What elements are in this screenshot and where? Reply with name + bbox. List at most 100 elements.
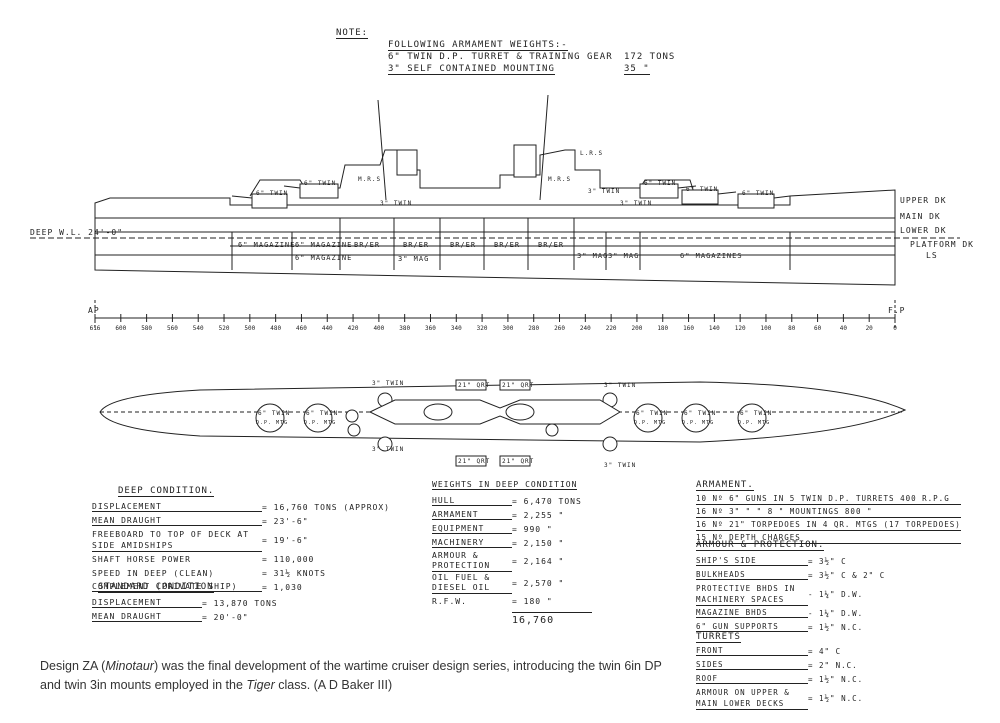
- weights-label: MACHINERY: [432, 538, 512, 548]
- frame-label: 480: [270, 325, 281, 332]
- weights-value: = 2,255 ": [512, 510, 565, 520]
- armour-label: SHIP'S SIDE: [696, 556, 808, 566]
- frame-label: 420: [348, 325, 359, 332]
- turrets-label: ARMOUR ON UPPER & MAIN LOWER DECKS: [696, 687, 808, 710]
- armament-title: ARMAMENT.: [696, 480, 754, 491]
- superstructure: [249, 149, 696, 197]
- weights-label: R.F.W.: [432, 596, 467, 606]
- gun-barrels: [231, 185, 791, 199]
- frame-label: 600: [115, 325, 126, 332]
- figure-caption: Design ZA (Minotaur) was the final devel…: [40, 657, 680, 695]
- deep-label: SHAFT HORSE POWER: [92, 554, 191, 564]
- turrets-value: = 4" C: [808, 646, 842, 656]
- frame-label: 280: [528, 325, 539, 332]
- standard-value: = 20'-0": [202, 612, 249, 622]
- frame-label: 240: [580, 325, 591, 332]
- deep-label: FREEBOARD TO TOP OF DECK AT SIDE AMIDSHI…: [92, 529, 262, 552]
- frame-label: 120: [735, 325, 746, 332]
- plan-label: 21" QRT: [458, 382, 491, 389]
- frame-label: 340: [451, 325, 462, 332]
- plan-label: 3" TWIN: [372, 446, 405, 453]
- plan-label: 21" QRT: [458, 458, 491, 465]
- frame-label: 200: [632, 325, 643, 332]
- note-line-2-item: 3" SELF CONTAINED MOUNTING: [388, 64, 555, 75]
- deep-label: MEAN DRAUGHT: [92, 516, 262, 526]
- frame-label: 260: [554, 325, 565, 332]
- plan-sub-label: D.P. MTG: [682, 420, 715, 426]
- compartment-label: BR/ER: [538, 241, 565, 249]
- turret-label: 6" TWIN: [644, 180, 677, 187]
- plan-label: 3" TWIN: [604, 462, 637, 469]
- mount-label: 3" TWIN: [588, 188, 621, 195]
- mainmast: [539, 94, 549, 201]
- plan-sub-label: D.P. MTG: [256, 420, 289, 426]
- armour-title: ARMOUR & PROTECTION.: [696, 540, 825, 551]
- aft-funnel: [513, 144, 537, 178]
- turret-label: 6" TWIN: [686, 186, 719, 193]
- rangefinder-label: M.R.S: [548, 176, 572, 183]
- turrets-value: = 1½" N.C.: [808, 674, 864, 684]
- caption-mid: ) was the final development of the warti…: [40, 659, 662, 692]
- frame-label: 220: [606, 325, 617, 332]
- turrets-label: ROOF: [696, 674, 808, 684]
- plan-label: 6" TWIN: [306, 410, 339, 417]
- frame-label: 440: [322, 325, 333, 332]
- ap-label: AP: [88, 306, 100, 315]
- frame-label: 160: [683, 325, 694, 332]
- rangefinder-label: L.R.S: [580, 150, 604, 157]
- armament-list: 10 Nº 6" GUNS IN 5 TWIN D.P. TURRETS 400…: [696, 492, 961, 544]
- deep-value: = 23'-6": [262, 516, 309, 526]
- deep-label: DISPLACEMENT: [92, 502, 262, 512]
- compartment-label: BR/ER: [450, 241, 477, 249]
- compartment-label: 3" MAG: [398, 255, 430, 263]
- compartment-label: BR/ER: [494, 241, 521, 249]
- note-line-1-value: 172 TONS: [624, 52, 676, 62]
- standard-label: DISPLACEMENT: [92, 598, 202, 608]
- plan-label: 3" TWIN: [372, 380, 405, 387]
- plan-label: 6" TWIN: [636, 410, 669, 417]
- bulkheads: [231, 218, 791, 270]
- frame-ticks: [94, 314, 896, 322]
- frame-label: 580: [141, 325, 152, 332]
- weights-value: = 2,150 ": [512, 538, 565, 548]
- waterline-label: DEEP W.L. 24'-0": [30, 228, 124, 237]
- fp-label: F.P: [888, 306, 906, 315]
- weights-label: HULL: [432, 496, 512, 506]
- compartment-label: BR/ER: [354, 241, 381, 249]
- weights-label: ARMOUR & PROTECTION: [432, 551, 512, 572]
- frame-label: 180: [657, 325, 668, 332]
- frame-label: 616: [90, 325, 101, 332]
- turret-label: 6" TWIN: [742, 190, 775, 197]
- caption-class-name: Tiger: [246, 678, 275, 692]
- armour-value: = 1½" N.C.: [808, 622, 864, 632]
- note-line-1-item: 6" TWIN D.P. TURRET & TRAINING GEAR: [388, 52, 613, 62]
- armour-table: SHIP'S SIDE= 3½" C BULKHEADS= 3½" C & 2"…: [696, 554, 885, 634]
- armament-line: 15 Nº DEPTH CHARGES: [696, 531, 961, 544]
- armour-value: - 1¼" D.W.: [808, 589, 864, 599]
- armour-value: - 1¼" D.W.: [808, 608, 864, 618]
- compartment-label: BR/ER: [403, 241, 430, 249]
- standard-condition-title: STANDARD CONDITION: [98, 582, 214, 593]
- deep-value: = 19'-6": [262, 535, 309, 545]
- deck-label-main: MAIN DK: [900, 212, 941, 221]
- plan-label: 3" TWIN: [604, 382, 637, 389]
- armament-line: 10 Nº 6" GUNS IN 5 TWIN D.P. TURRETS 400…: [696, 492, 961, 505]
- armament-line: 16 Nº 21" TORPEDOES IN 4 QR. MTGS (17 TO…: [696, 518, 961, 531]
- frame-label: 40: [840, 325, 848, 332]
- armour-label: MAGAZINE BHDS: [696, 608, 808, 618]
- weights-value: = 2,570 ": [512, 578, 565, 588]
- turrets-table: FRONT= 4" C SIDES= 2" N.C. ROOF= 1½" N.C…: [696, 644, 863, 710]
- armour-label: PROTECTIVE BHDS IN MACHINERY SPACES: [696, 583, 808, 606]
- turret-label: 6" TWIN: [304, 180, 337, 187]
- compartment-label: 6" MAGAZINE: [295, 241, 353, 249]
- deep-value: = 110,000: [262, 554, 315, 564]
- frame-label: 300: [502, 325, 513, 332]
- note-line-2-value: 35 ": [624, 64, 650, 75]
- plan-label: 6" TWIN: [684, 410, 717, 417]
- frame-label: 460: [296, 325, 307, 332]
- deep-condition-title: DEEP CONDITION.: [118, 486, 215, 497]
- compartment-label: 6" MAGAZINE: [238, 241, 296, 249]
- note-label: NOTE:: [336, 28, 369, 39]
- turret-label: 6" TWIN: [256, 190, 289, 197]
- frame-label: 320: [477, 325, 488, 332]
